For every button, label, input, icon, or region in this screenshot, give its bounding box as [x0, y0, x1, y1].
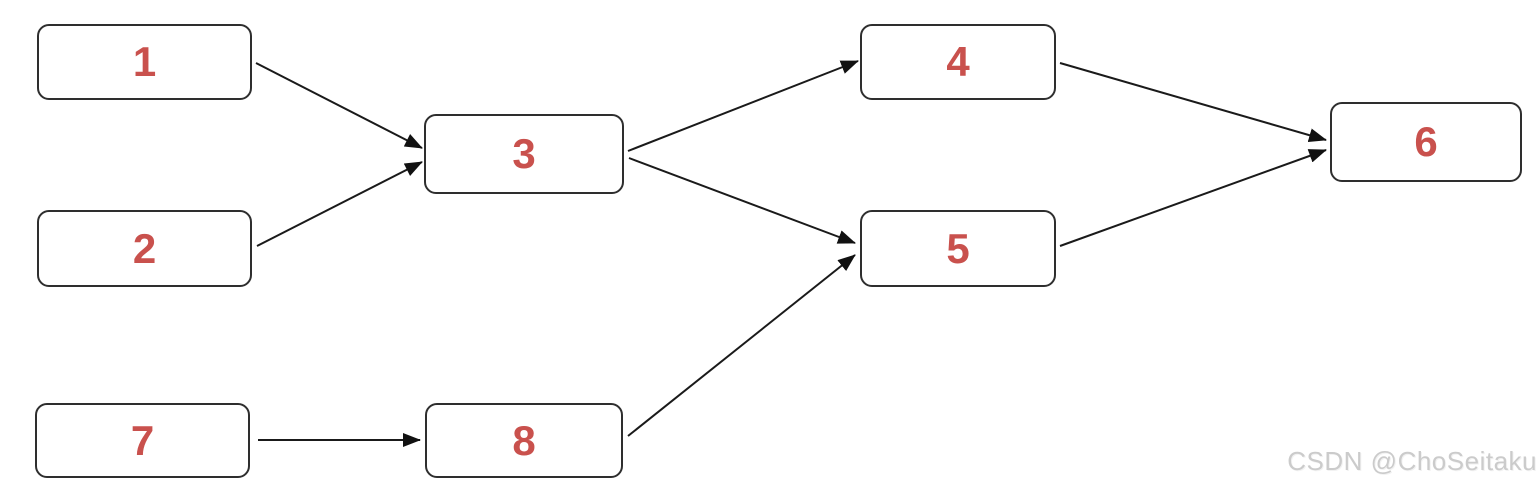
edge-1-3 [255, 62, 423, 149]
watermark: CSDN @ChoSeitaku [1287, 446, 1537, 476]
edge-3-5 [628, 157, 856, 244]
edge-2-3 [256, 161, 423, 247]
edge-8-5 [627, 254, 856, 437]
edge-3-4 [627, 60, 859, 152]
node-5: 5 [860, 210, 1056, 287]
node-8: 8 [425, 403, 623, 478]
node-3: 3 [424, 114, 624, 194]
edge-5-6 [1059, 149, 1327, 247]
node-6: 6 [1330, 102, 1522, 182]
node-1: 1 [37, 24, 252, 100]
edge-4-6 [1059, 62, 1327, 142]
node-4: 4 [860, 24, 1056, 100]
node-7: 7 [35, 403, 250, 478]
node-2: 2 [37, 210, 252, 287]
